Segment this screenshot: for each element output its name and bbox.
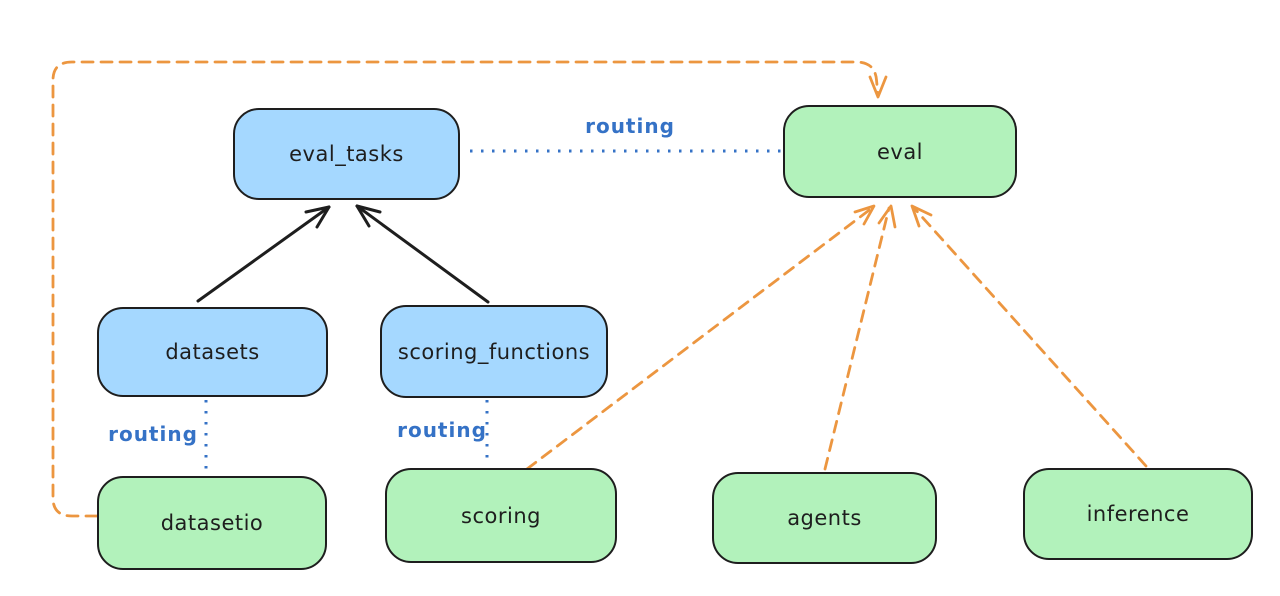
node-scoring-label: scoring: [461, 503, 541, 528]
node-eval-label: eval: [876, 139, 924, 164]
edge-label-routing-eval-tasks-eval: routing: [585, 114, 675, 138]
node-eval: eval: [783, 105, 1017, 198]
node-agents-label: agents: [787, 506, 862, 530]
node-eval-tasks-label: eval_tasks: [289, 142, 404, 166]
edge-label-routing-datasets-datasetio: routing: [108, 422, 198, 446]
node-datasets-label: datasets: [165, 340, 260, 364]
node-datasetio: datasetio: [97, 476, 327, 570]
edge-inference-to-eval: [910, 204, 1148, 468]
node-scoring: scoring: [385, 468, 617, 563]
edge-datasets-to-eval-tasks: [196, 205, 331, 303]
node-inference: inference: [1023, 468, 1253, 560]
edge-datasetio-to-eval: [51, 60, 888, 518]
node-agents: agents: [712, 472, 937, 564]
edge-label-routing-scoring-functions-scoring: routing: [397, 418, 487, 442]
node-scoring-functions: scoring_functions: [380, 305, 608, 398]
edge-scoring-functions-to-eval-tasks: [355, 204, 490, 304]
node-datasetio-label: datasetio: [160, 511, 264, 535]
node-inference-label: inference: [1086, 502, 1190, 526]
node-eval-tasks: eval_tasks: [233, 108, 460, 200]
edge-scoring-to-eval: [525, 204, 876, 471]
node-scoring-functions-label: scoring_functions: [397, 339, 591, 364]
edge-agents-to-eval: [823, 204, 897, 471]
node-datasets: datasets: [97, 307, 328, 397]
